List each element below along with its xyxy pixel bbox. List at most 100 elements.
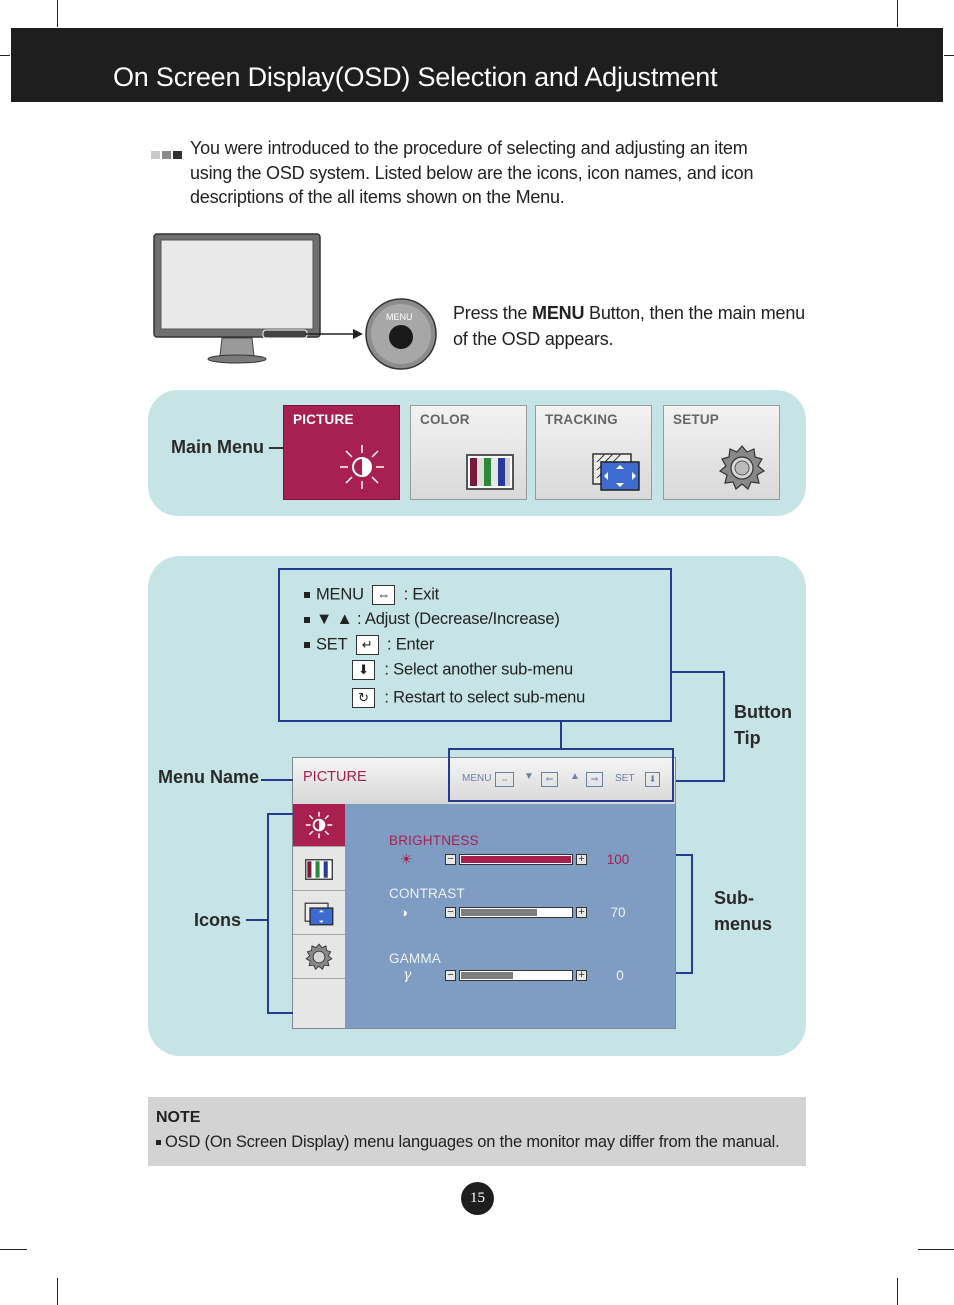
menu-exit-icon: ⇔: [495, 772, 514, 787]
tip-prefix: MENU: [316, 585, 364, 604]
page-number: 15: [461, 1182, 494, 1215]
page-title: On Screen Display(OSD) Selection and Adj…: [113, 62, 718, 92]
connector-line: [675, 780, 725, 782]
menu-name-label: Menu Name: [158, 767, 260, 787]
osd-icon-color[interactable]: [293, 848, 345, 891]
menu-knob-label: MENU: [386, 312, 413, 322]
tab-setup[interactable]: SETUP: [663, 405, 780, 500]
tip-desc: : Select another sub-menu: [384, 660, 573, 679]
gear-icon: [718, 445, 766, 490]
brightness-sun-icon: [340, 445, 384, 489]
tip-line-adjust: ▼ ▲ : Adjust (Decrease/Increase): [304, 610, 560, 629]
tab-picture[interactable]: PICTURE: [283, 405, 400, 500]
decrease-icon[interactable]: −: [445, 970, 456, 981]
connector-line: [723, 671, 725, 782]
note-title: NOTE: [156, 1109, 201, 1126]
submenu-gamma-label: GAMMA: [389, 951, 442, 966]
submenu-contrast-label: CONTRAST: [389, 886, 465, 901]
crop-mark: [897, 0, 898, 27]
submenus-label: Sub- menus: [714, 885, 772, 937]
osd-set-button[interactable]: SET: [615, 773, 635, 784]
tab-tracking[interactable]: TRACKING: [535, 405, 652, 500]
label-line: menus: [714, 914, 773, 934]
right-arrow-icon: ⇒: [586, 772, 603, 787]
color-bars-icon: [305, 859, 333, 880]
tip-desc: : Restart to select sub-menu: [384, 688, 586, 707]
press-bold: MENU: [532, 303, 585, 323]
osd-titlebar: [293, 758, 675, 804]
submenu-brightness-label: BRIGHTNESS: [389, 833, 479, 848]
tip-desc: : Enter: [386, 635, 435, 654]
color-bars-icon: [466, 454, 514, 490]
button-tip-box: [278, 568, 672, 722]
increase-icon[interactable]: +: [576, 854, 587, 865]
connector-line: [261, 779, 293, 781]
crop-mark: [944, 55, 954, 56]
crop-mark: [57, 1278, 58, 1305]
brightness-slider[interactable]: [459, 854, 573, 865]
note-text: OSD (On Screen Display) menu languages o…: [156, 1133, 780, 1152]
gamma-symbol-icon: γ: [403, 967, 412, 983]
tip-desc: : Adjust (Decrease/Increase): [357, 610, 560, 628]
osd-icon-setup[interactable]: [293, 936, 345, 979]
contrast-slider[interactable]: [459, 907, 573, 918]
down-arrow-icon: ⬇: [352, 660, 375, 680]
connector-line: [267, 813, 269, 1014]
tracking-screen-icon: [592, 453, 640, 491]
decrease-icon[interactable]: −: [445, 854, 456, 865]
gamma-value: 0: [616, 968, 624, 983]
slider-fill: [461, 972, 513, 979]
restart-icon: ↻: [352, 688, 375, 708]
gamma-slider[interactable]: [459, 970, 573, 981]
press-menu-instruction: Press the MENU Button, then the main men…: [453, 300, 813, 352]
connector-line: [560, 722, 562, 749]
press-suffix: Button, then the main menu of the OSD ap…: [453, 303, 805, 349]
crop-mark: [0, 1249, 27, 1250]
tab-label: COLOR: [420, 412, 470, 427]
tip-line-select: ⬇ : Select another sub-menu: [352, 660, 573, 680]
monitor-illustration: [153, 233, 437, 370]
decrease-icon[interactable]: ▼: [524, 771, 534, 782]
decrease-icon[interactable]: −: [445, 907, 456, 918]
connector-line: [691, 854, 693, 974]
brightness-sun-icon: [305, 811, 333, 839]
tip-prefix: SET: [316, 635, 348, 654]
left-arrow-icon: ⇐: [541, 772, 558, 787]
osd-icon-picture[interactable]: [293, 804, 345, 847]
crop-mark: [897, 1278, 898, 1305]
osd-button-bar: [448, 748, 674, 802]
tip-desc: : Exit: [403, 585, 440, 604]
contrast-symbol-icon: ◑: [400, 905, 408, 920]
increase-icon[interactable]: ▲: [570, 771, 580, 782]
gear-icon: [305, 943, 333, 970]
button-tip-label: Button Tip: [734, 699, 792, 751]
connector-line: [246, 919, 268, 921]
tip-line-restart: ↻ : Restart to select sub-menu: [352, 688, 585, 708]
label-line: Sub-: [714, 888, 754, 908]
crop-mark: [57, 0, 58, 27]
slider-fill: [461, 909, 538, 916]
note-box: [148, 1097, 806, 1166]
connector-line: [267, 1012, 293, 1014]
contrast-value: 70: [610, 905, 626, 920]
tab-color[interactable]: COLOR: [410, 405, 527, 500]
osd-menu-button[interactable]: MENU: [462, 773, 492, 784]
press-prefix: Press the: [453, 303, 533, 323]
connector-line: [672, 671, 725, 673]
crop-mark: [0, 55, 10, 56]
connector-line: [267, 813, 293, 815]
increase-icon[interactable]: +: [576, 907, 587, 918]
enter-icon: ↵: [355, 635, 379, 655]
down-arrow-icon: ⬇: [645, 772, 660, 787]
connector-line: [676, 854, 693, 856]
label-line: Button: [734, 702, 792, 722]
tab-label: PICTURE: [293, 412, 354, 427]
increase-icon[interactable]: +: [576, 970, 587, 981]
menu-exit-icon: ⇔: [372, 585, 396, 605]
tracking-screen-icon: [304, 902, 334, 926]
tip-prefix: ▼ ▲: [316, 610, 353, 628]
icons-label: Icons: [194, 910, 242, 930]
header-bar: [11, 28, 943, 102]
osd-icon-tracking[interactable]: [293, 892, 345, 935]
tab-label: SETUP: [673, 412, 720, 427]
